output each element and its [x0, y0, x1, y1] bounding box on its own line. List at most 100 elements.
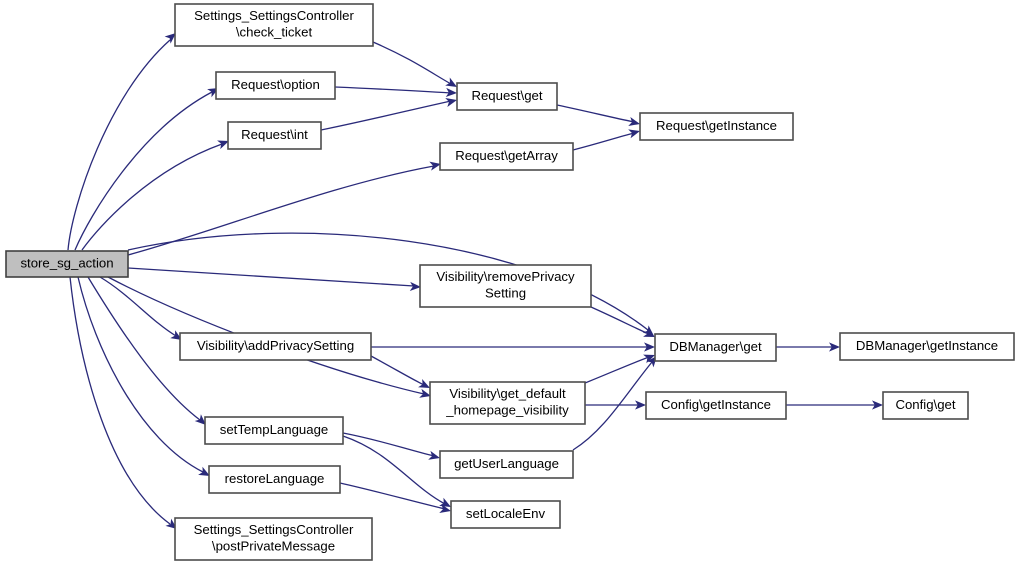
node-box[interactable]	[204, 416, 344, 445]
edge-visibility_get_default_homepage_visibility-to-config_getinstance	[585, 400, 646, 410]
node-request_int[interactable]: Request\int	[227, 121, 322, 150]
arrowhead-icon	[164, 33, 176, 44]
edge-line	[334, 86, 452, 94]
node-request_getinstance[interactable]: Request\getInstance	[639, 112, 794, 141]
edge-line	[572, 361, 653, 451]
node-box[interactable]	[839, 332, 1015, 361]
edge-dbmanager_get-to-dbmanager_getinstance	[775, 342, 840, 352]
node-dbmanager_getinstance[interactable]: DBManager\getInstance	[839, 332, 1015, 361]
edge-line	[127, 165, 435, 256]
arrowhead-icon	[165, 518, 177, 529]
node-dbmanager_get[interactable]: DBManager\get	[654, 333, 777, 362]
edge-store_sg_action-to-request_option	[74, 88, 219, 251]
edge-visibility_removeprivacysetting-to-dbmanager_get	[590, 306, 655, 337]
edge-store_sg_action-to-visibility_addprivacysetting	[99, 276, 182, 340]
edge-line	[87, 276, 201, 421]
edge-store_sg_action-to-restorelanguage	[77, 276, 210, 476]
arrowhead-icon	[428, 450, 440, 460]
edge-config_getinstance-to-config_get	[786, 400, 883, 410]
node-settings_postprivatemessage[interactable]: Settings_SettingsController\postPrivateM…	[174, 517, 373, 561]
arrowhead-icon	[217, 140, 229, 150]
node-settemplanguage[interactable]: setTempLanguage	[204, 416, 344, 445]
edge-line	[74, 91, 213, 251]
node-request_getarray[interactable]: Request\getArray	[439, 142, 574, 171]
arrowhead-icon	[198, 466, 210, 476]
edge-visibility_get_default_homepage_visibility-to-dbmanager_get	[584, 354, 655, 384]
edge-store_sg_action-to-request_getarray	[127, 161, 441, 256]
node-visibility_get_default_homepage_visibility[interactable]: Visibility\get_default_homepage_visibili…	[429, 381, 586, 425]
node-box[interactable]	[639, 112, 794, 141]
edge-settemplanguage-to-getuserlanguage	[342, 432, 440, 460]
edge-line	[69, 276, 171, 525]
node-visibility_addprivacysetting[interactable]: Visibility\addPrivacySetting	[179, 332, 372, 361]
edge-line	[320, 100, 452, 131]
arrowhead-icon	[635, 400, 646, 410]
edge-layer	[67, 33, 883, 529]
edge-request_get-to-request_getinstance	[556, 104, 640, 127]
edge-line	[127, 232, 649, 331]
arrowhead-icon	[628, 129, 640, 139]
edge-line	[342, 435, 446, 505]
edge-visibility_addprivacysetting-to-visibility_get_default_homepage_visibility	[370, 355, 430, 388]
edge-line	[67, 39, 171, 251]
arrowhead-icon	[643, 328, 655, 337]
edge-line	[81, 143, 223, 251]
node-box[interactable]	[429, 381, 586, 425]
node-box[interactable]	[654, 333, 777, 362]
node-restorelanguage[interactable]: restoreLanguage	[208, 465, 341, 494]
node-box[interactable]	[439, 142, 574, 171]
edge-store_sg_action-to-visibility_removeprivacysetting	[127, 267, 421, 292]
edge-line	[339, 482, 446, 510]
arrowhead-icon	[829, 342, 840, 352]
edge-line	[342, 432, 435, 457]
edge-settemplanguage-to-setlocaleenv	[342, 435, 451, 507]
edge-line	[370, 355, 425, 386]
node-box[interactable]	[174, 517, 373, 561]
edge-line	[127, 267, 415, 287]
node-request_get[interactable]: Request\get	[456, 82, 558, 111]
edge-line	[556, 104, 635, 123]
arrowhead-icon	[628, 117, 640, 127]
arrowhead-icon	[445, 77, 457, 87]
node-box[interactable]	[174, 3, 374, 47]
arrowhead-icon	[439, 504, 451, 514]
node-setlocaleenv[interactable]: setLocaleEnv	[450, 500, 561, 529]
arrowhead-icon	[445, 87, 457, 98]
node-box[interactable]	[439, 450, 574, 479]
node-box[interactable]	[179, 332, 372, 361]
node-config_getinstance[interactable]: Config\getInstance	[645, 391, 787, 420]
edge-line	[77, 276, 204, 473]
node-box[interactable]	[456, 82, 558, 111]
arrowhead-icon	[419, 388, 431, 398]
node-box[interactable]	[882, 391, 969, 420]
edge-line	[99, 276, 177, 337]
arrowhead-icon	[643, 354, 655, 364]
node-box[interactable]	[419, 264, 592, 308]
edge-store_sg_action-to-settings_check_ticket	[67, 33, 176, 251]
arrowhead-icon	[194, 414, 206, 425]
edge-line	[590, 306, 650, 335]
arrowhead-icon	[872, 400, 883, 410]
node-box[interactable]	[5, 250, 129, 278]
node-box[interactable]	[208, 465, 341, 494]
node-getuserlanguage[interactable]: getUserLanguage	[439, 450, 574, 479]
edge-visibility_addprivacysetting-to-dbmanager_get	[370, 342, 655, 352]
edge-store_sg_action-to-settemplanguage	[87, 276, 206, 425]
node-store_sg_action[interactable]: store_sg_action	[5, 250, 129, 278]
edge-store_sg_action-to-settings_postprivatemessage	[69, 276, 177, 529]
node-box[interactable]	[227, 121, 322, 150]
node-settings_check_ticket[interactable]: Settings_SettingsController\check_ticket	[174, 3, 374, 47]
node-box[interactable]	[645, 391, 787, 420]
node-config_get[interactable]: Config\get	[882, 391, 969, 420]
node-request_option[interactable]: Request\option	[215, 71, 336, 100]
arrowhead-icon	[445, 97, 457, 107]
edge-line	[572, 132, 635, 151]
arrowhead-icon	[409, 281, 421, 292]
node-box[interactable]	[450, 500, 561, 529]
arrowhead-icon	[644, 342, 655, 352]
edge-request_int-to-request_get	[320, 97, 457, 131]
node-box[interactable]	[215, 71, 336, 100]
edge-request_option-to-request_get	[334, 86, 457, 98]
